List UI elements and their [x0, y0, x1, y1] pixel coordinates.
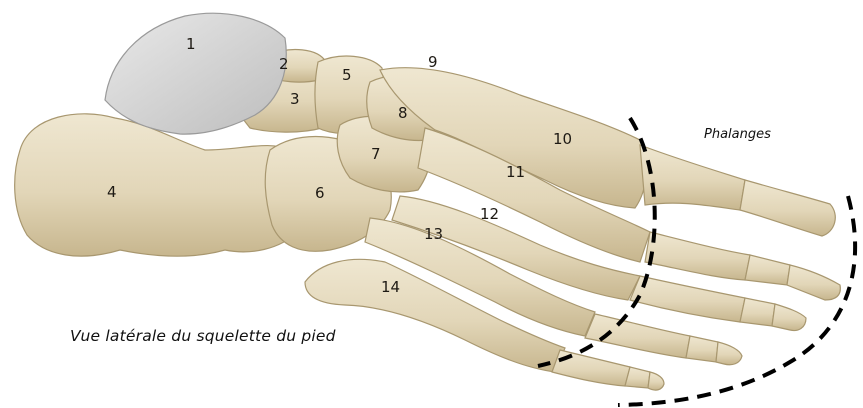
phalanx-2-proximal: [645, 232, 750, 280]
phalanx-4-proximal: [585, 314, 690, 358]
bone-label-13: 13: [424, 225, 443, 243]
bone-label-12: 12: [480, 205, 499, 223]
bone-label-3: 3: [290, 90, 300, 108]
phalanx-3-proximal: [630, 276, 745, 322]
phalanx-2-distal: [787, 265, 840, 300]
bone-label-14: 14: [381, 278, 400, 296]
phalanx-3-middle: [740, 298, 775, 326]
phalanx-4-distal: [716, 342, 742, 365]
bone-label-9: 9: [428, 53, 438, 71]
bone-label-4: 4: [107, 183, 117, 201]
phalanx-1-proximal: [640, 145, 745, 210]
bone-label-1: 1: [186, 35, 196, 53]
bone-label-2: 2: [279, 55, 289, 73]
phalanx-4-middle: [686, 336, 718, 362]
bone-label-7: 7: [371, 145, 381, 163]
phalanx-2-middle: [745, 255, 790, 285]
bone-label-10: 10: [553, 130, 572, 148]
phalanges-label: Phalanges: [704, 127, 771, 142]
phalanx-3-distal: [772, 304, 806, 331]
bone-label-8: 8: [398, 104, 408, 122]
phalanx-5-middle: [625, 367, 650, 388]
phalanx-5-distal: [648, 372, 664, 390]
bone-label-5: 5: [342, 66, 352, 84]
bone-label-11: 11: [506, 163, 525, 181]
figure-caption: Vue latérale du squelette du pied: [70, 327, 336, 345]
calcaneus-bone: [15, 114, 300, 256]
phalanx-1-distal: [740, 180, 835, 236]
bone-label-6: 6: [315, 184, 325, 202]
phalanx-5-proximal: [552, 350, 630, 386]
